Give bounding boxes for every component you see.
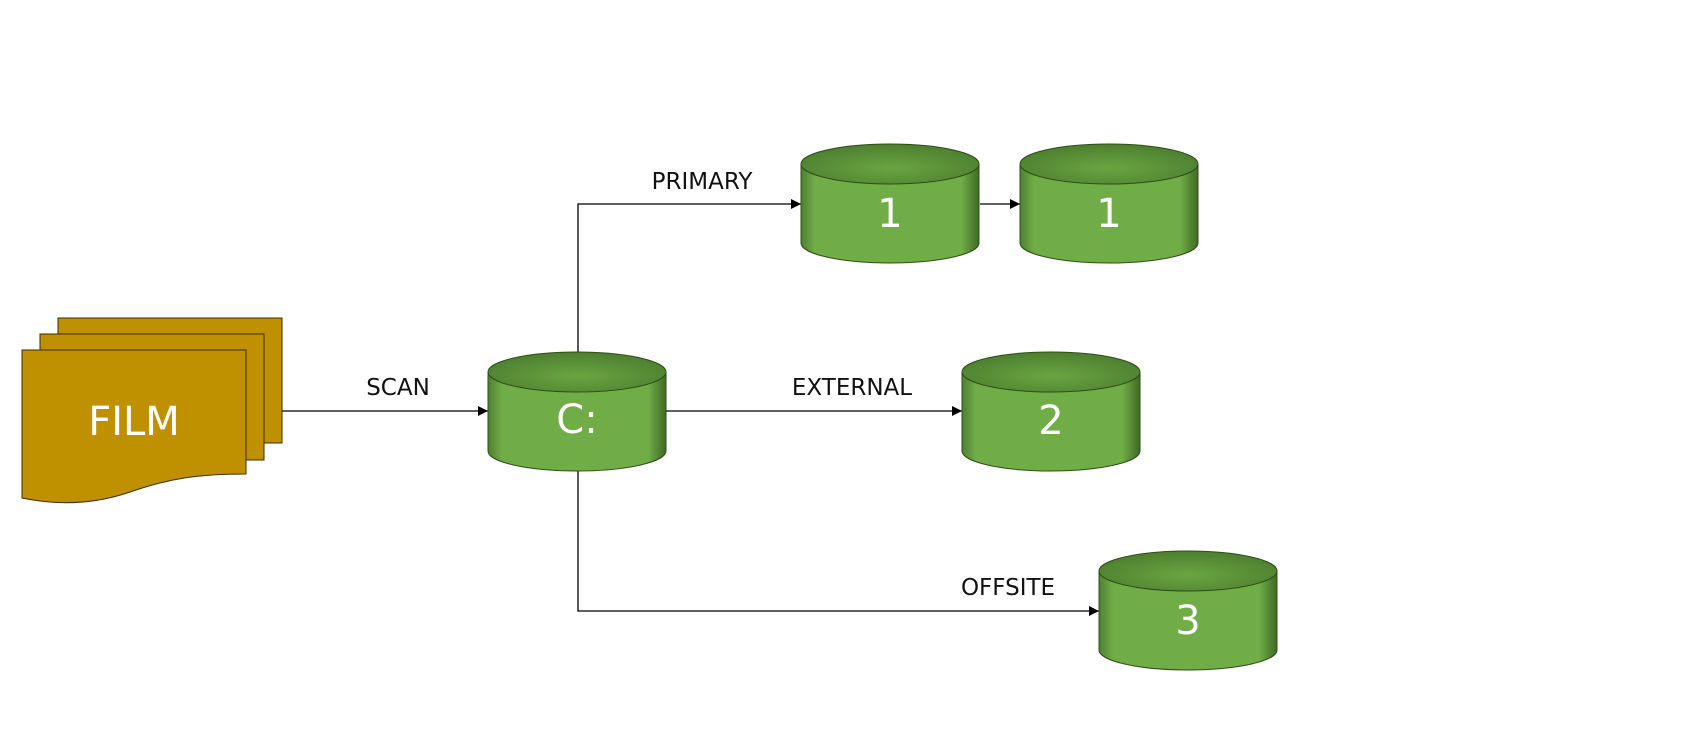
offsite-3-top <box>1098 550 1278 592</box>
primary-1-node: 1 <box>800 143 980 264</box>
drive-c-label: C: <box>556 397 597 443</box>
primary-1-body <box>800 163 980 264</box>
edge-primary <box>577 199 801 352</box>
edge-label-scan: SCAN <box>366 375 430 401</box>
edges: SCAN PRIMARY EXTERNAL OFFSITE <box>282 169 1099 616</box>
external-2-top <box>961 351 1141 393</box>
drive-c-top <box>487 351 667 393</box>
film-page-front <box>21 349 247 504</box>
film-node: FILM <box>21 317 283 504</box>
primary-1-copy-label: 1 <box>1096 191 1121 237</box>
film-label: FILM <box>88 399 180 445</box>
offsite-3-label: 3 <box>1175 598 1200 644</box>
edge-label-offsite: OFFSITE <box>961 575 1055 601</box>
primary-1-copy-top <box>1019 143 1199 185</box>
external-2-label: 2 <box>1038 398 1063 444</box>
edge-label-external: EXTERNAL <box>792 375 912 401</box>
primary-1-label: 1 <box>877 191 902 237</box>
primary-1-copy-body <box>1019 163 1199 264</box>
edge-offsite <box>577 471 1099 616</box>
primary-1-copy-node: 1 <box>1019 143 1199 264</box>
offsite-3-body <box>1098 570 1278 671</box>
drive-c-body <box>487 371 667 472</box>
offsite-3-node: 3 <box>1098 550 1278 671</box>
external-2-body <box>961 371 1141 472</box>
primary-1-top <box>800 143 980 185</box>
edge-label-primary: PRIMARY <box>652 169 754 195</box>
external-2-node: 2 <box>961 351 1141 472</box>
drive-c-node: C: <box>487 351 667 472</box>
